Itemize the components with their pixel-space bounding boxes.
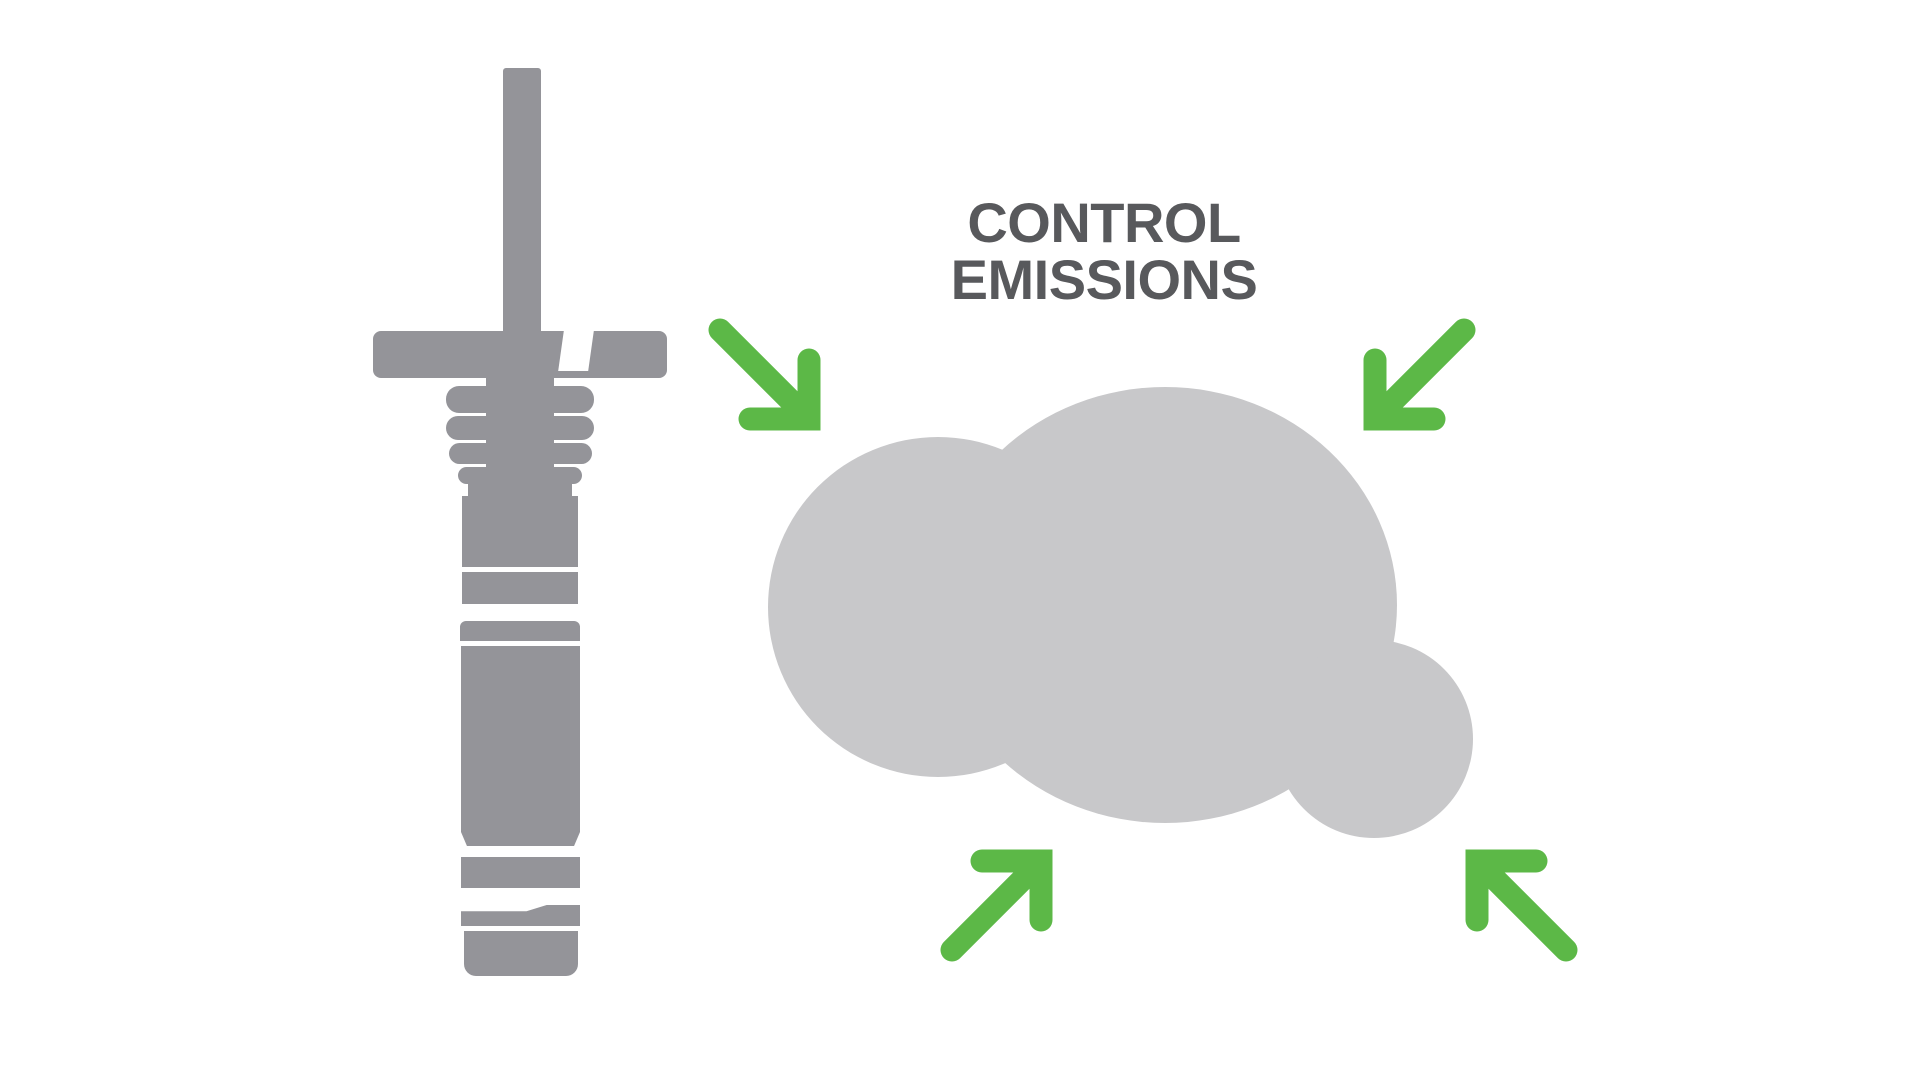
sensor-band <box>461 857 580 888</box>
sensor-lower-body <box>461 646 580 846</box>
sensor-band <box>462 572 578 604</box>
compress-arrow-icon-bottom-left <box>938 840 1062 964</box>
sensor-thread-ridge <box>446 416 594 440</box>
title-line-2: EMISSIONS <box>950 248 1258 311</box>
sensor-upper-body <box>462 496 578 567</box>
compress-arrow-icon-top-right <box>1354 316 1478 440</box>
sensor-thread-ridge <box>449 443 592 464</box>
sensor-neck <box>468 482 572 498</box>
sensor-thread-ridge <box>446 386 594 413</box>
title-line-1: CONTROL <box>967 191 1241 254</box>
sensor-strip <box>461 905 580 926</box>
compress-arrow-icon-bottom-right <box>1456 840 1580 964</box>
sensor-strip <box>460 621 580 641</box>
sensor-tip-cap <box>464 931 578 976</box>
diagram-title: CONTROL EMISSIONS <box>854 194 1354 308</box>
compress-arrow-icon-top-left <box>706 316 830 440</box>
sensor-flange <box>373 331 667 378</box>
cloud-lobe-small <box>1275 640 1473 838</box>
sensor-flange-notch <box>558 331 594 371</box>
sensor-stem <box>503 68 541 334</box>
sensor-thread-ridge <box>458 467 582 484</box>
